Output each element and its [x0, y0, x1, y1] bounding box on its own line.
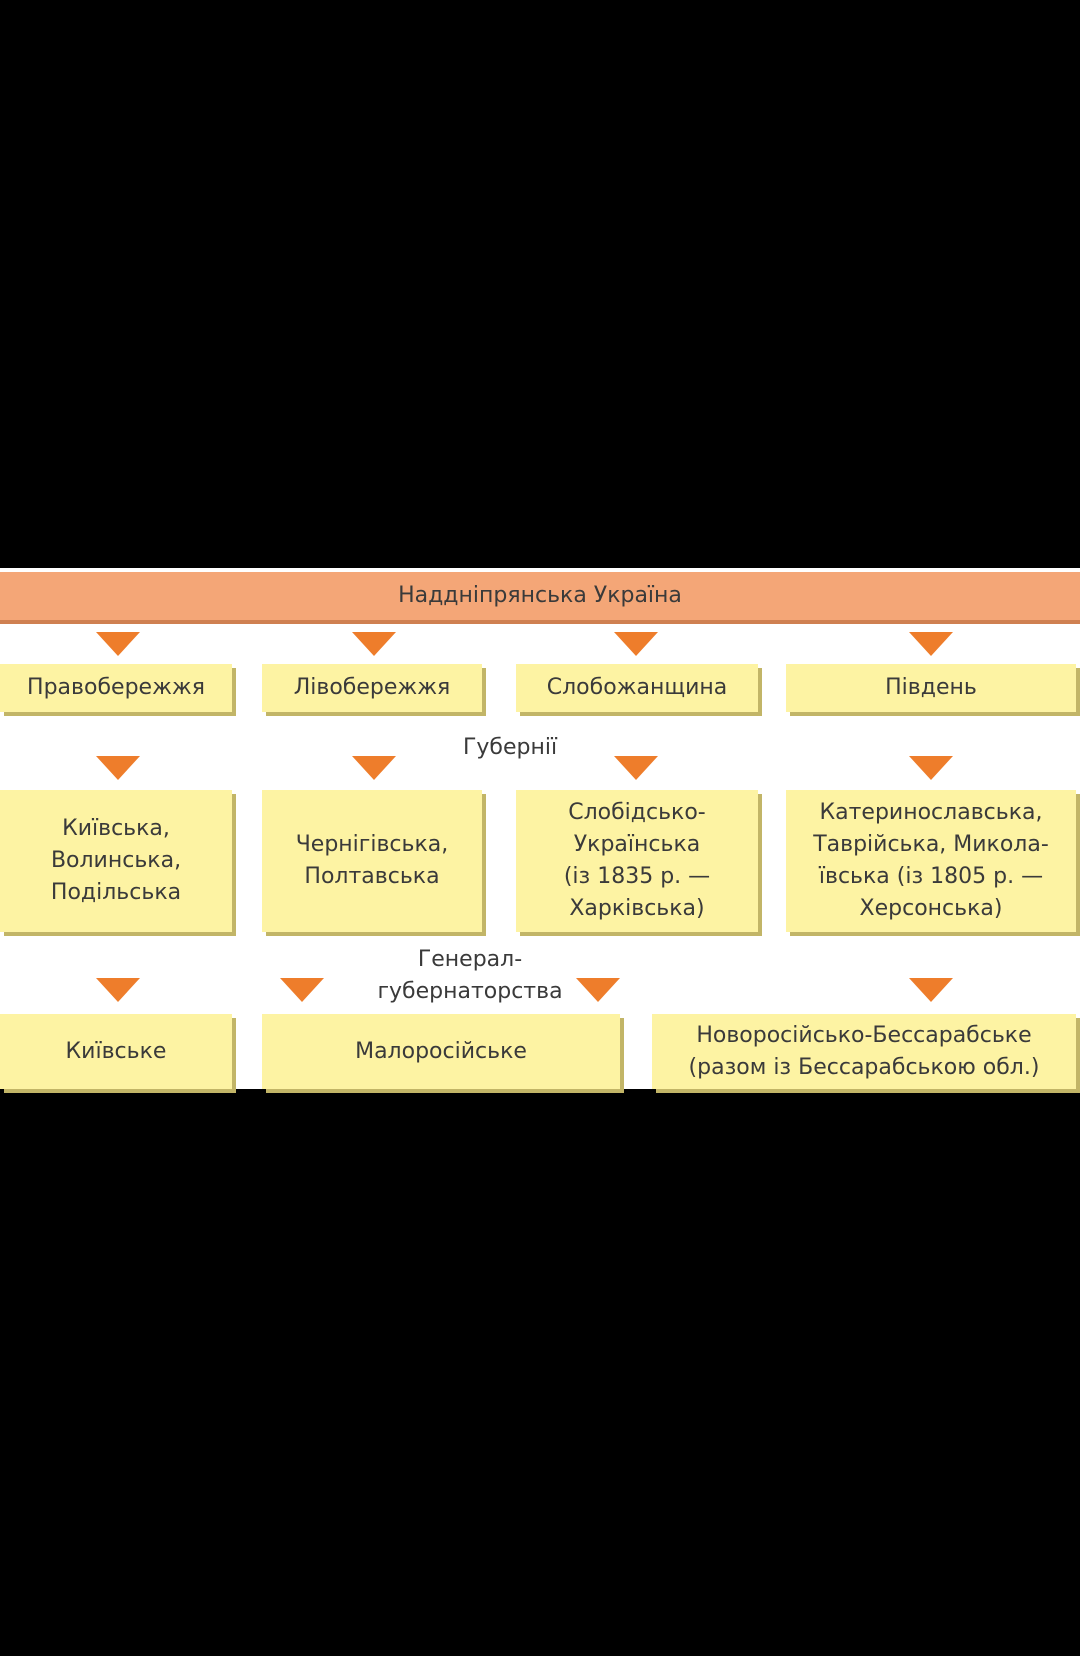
- arrow-down-icon: [909, 756, 953, 780]
- gubernia-box: Київська, Волинська, Подільська: [0, 790, 232, 932]
- region-box: Південь: [786, 664, 1076, 712]
- region-box: Правобережжя: [0, 664, 232, 712]
- arrow-down-icon: [96, 632, 140, 656]
- region-box: Лівобережжя: [262, 664, 482, 712]
- region-label: Слобожанщина: [546, 675, 728, 700]
- governorate-text: Київське: [65, 1038, 167, 1064]
- gubernia-box: Чернігівська, Полтавська: [262, 790, 482, 932]
- gubernia-text: Катеринославська, Таврійська, Микола- їв…: [813, 800, 1049, 921]
- diagram-panel: Наддніпрянська Україна Правобережжя Ліво…: [0, 568, 1080, 1089]
- region-label: Лівобережжя: [293, 675, 451, 700]
- region-label: Правобережжя: [27, 675, 205, 700]
- gubernia-text: Слобідсько- Українська (із 1835 р. — Хар…: [563, 800, 711, 921]
- region-label: Південь: [885, 675, 977, 700]
- governorates-label: Генерал- губернаторства: [377, 947, 563, 1004]
- arrow-down-icon: [614, 632, 658, 656]
- arrow-down-icon: [352, 632, 396, 656]
- gubernia-text: Київська, Волинська, Подільська: [50, 816, 182, 905]
- arrow-down-icon: [96, 756, 140, 780]
- arrow-down-icon: [909, 632, 953, 656]
- arrow-down-icon: [280, 978, 324, 1002]
- governorate-box: Новоросійсько-Бессарабське (разом із Бес…: [652, 1014, 1076, 1089]
- title-text: Наддніпрянська Україна: [398, 583, 682, 608]
- arrow-down-icon: [576, 978, 620, 1002]
- region-box: Слобожанщина: [516, 664, 758, 712]
- arrow-down-icon: [96, 978, 140, 1002]
- title-box: Наддніпрянська Україна: [0, 572, 1080, 620]
- governorate-text: Малоросійське: [355, 1038, 527, 1064]
- gubernias-label: Губернії: [462, 735, 558, 760]
- governorate-text: Новоросійсько-Бессарабське (разом із Бес…: [688, 1022, 1040, 1080]
- arrow-down-icon: [352, 756, 396, 780]
- governorate-box: Малоросійське: [262, 1014, 620, 1089]
- gubernia-text: Чернігівська, Полтавська: [295, 832, 449, 889]
- arrow-down-icon: [614, 756, 658, 780]
- governorate-box: Київське: [0, 1014, 232, 1089]
- arrow-down-icon: [909, 978, 953, 1002]
- gubernia-box: Катеринославська, Таврійська, Микола- їв…: [786, 790, 1076, 932]
- gubernia-box: Слобідсько- Українська (із 1835 р. — Хар…: [516, 790, 758, 932]
